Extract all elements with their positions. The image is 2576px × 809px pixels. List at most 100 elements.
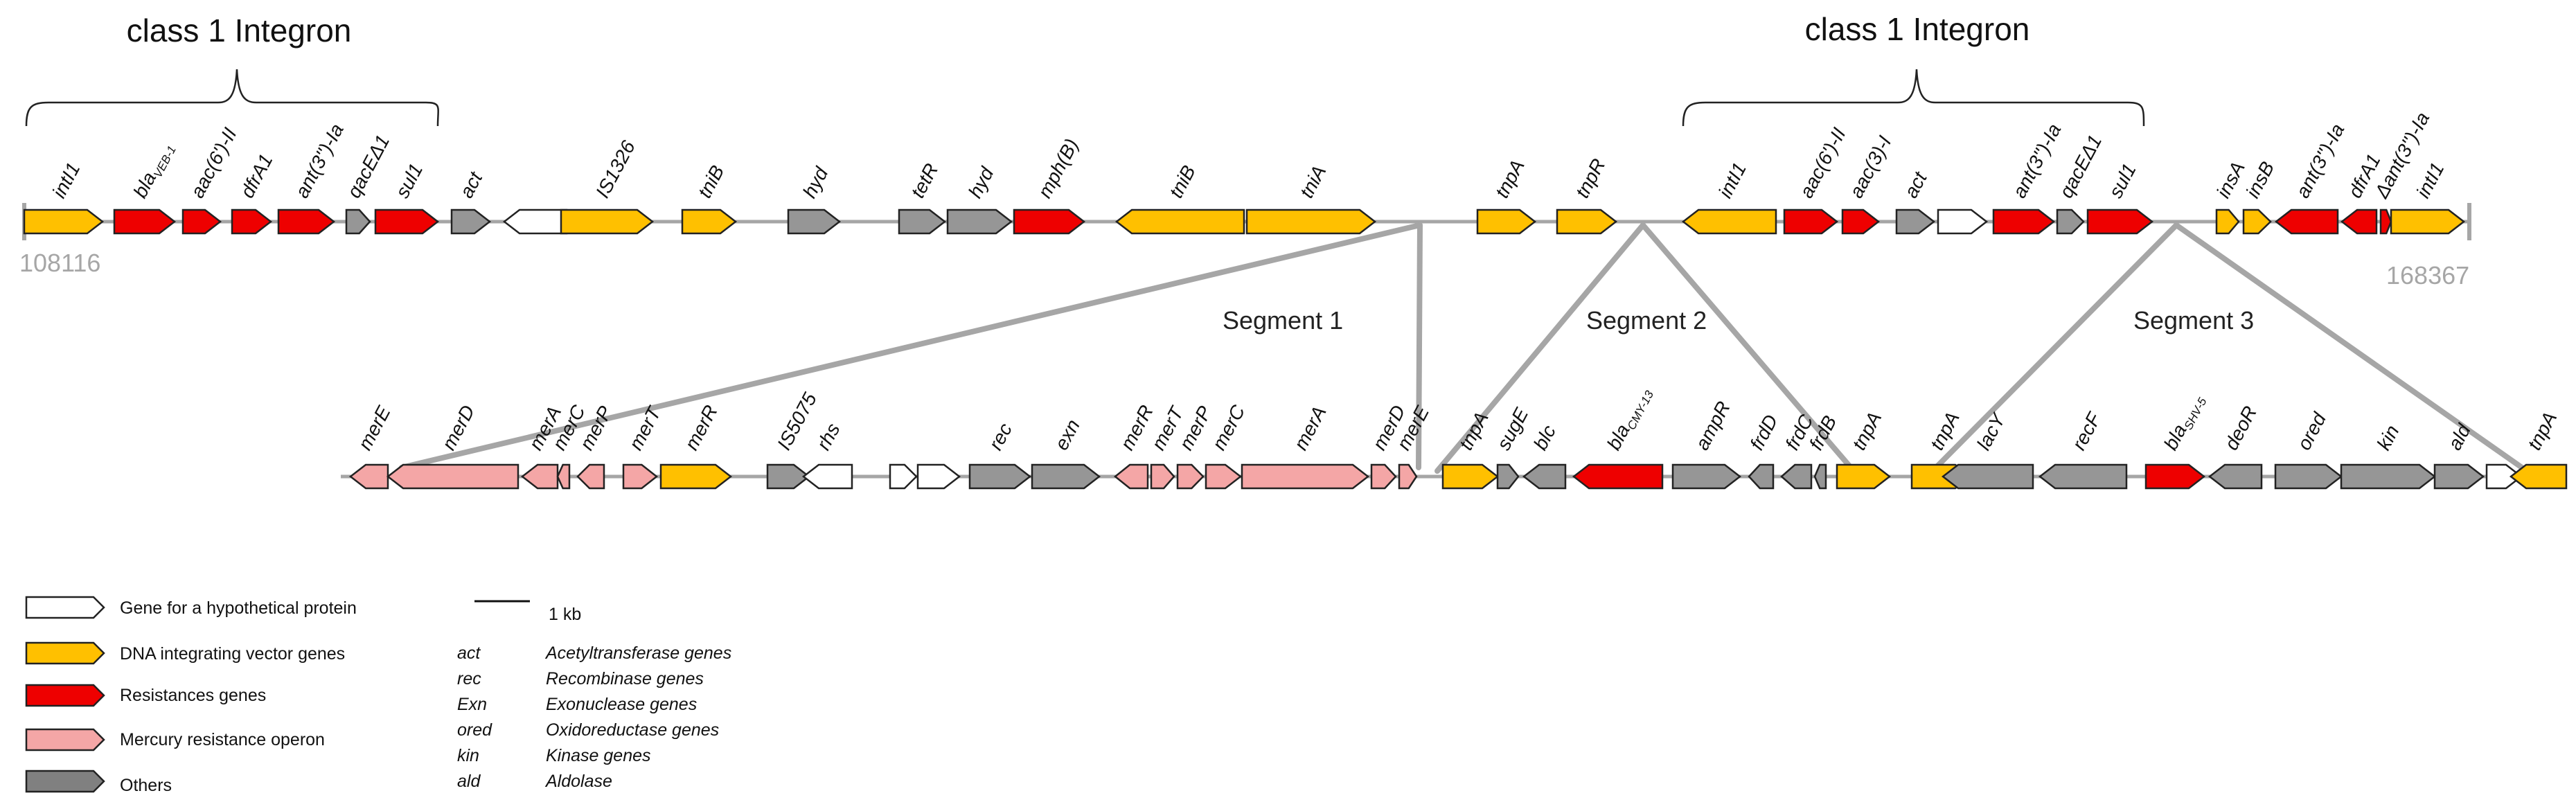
top-gene-label-tetr: tetR xyxy=(907,160,942,202)
segment-1-gene-is5075 xyxy=(766,463,811,490)
segment-2-label: Segment 2 xyxy=(1586,306,1707,335)
segment-2-gene-label-suge: sugE xyxy=(1493,404,1532,454)
legend-mercury-label: Mercury resistance operon xyxy=(120,730,325,749)
top-gene-label-ant-3-ia: ant(3'')-Ia xyxy=(2291,120,2348,201)
top-gene-unlabeled xyxy=(502,208,568,235)
top-gene-qace-1 xyxy=(2056,208,2085,235)
top-gene-label-tnia: tniA xyxy=(1295,162,1330,202)
abbr-rec: rec xyxy=(457,669,481,688)
abbr-act-meaning: Acetyltransferase genes xyxy=(544,643,731,663)
top-gene-ant-3-ia xyxy=(277,208,336,235)
segment-1-gene-label-merd: merD xyxy=(438,402,479,454)
segment-1-gene-merr xyxy=(659,463,733,490)
top-gene-mph-b xyxy=(1013,208,1086,235)
abbr-kin-meaning: Kinase genes xyxy=(546,746,651,765)
segment-1-gene-label-mert: merT xyxy=(625,402,666,454)
segment-1-gene-mert xyxy=(622,463,659,490)
segment-2-gene-frdb xyxy=(1813,463,1827,490)
top-gene-inti1 xyxy=(23,208,105,235)
segment-2-gene-frdc xyxy=(1780,463,1813,490)
top-gene-tnpr xyxy=(1556,208,1618,235)
top-gene-label-tnpr: tnpR xyxy=(1571,155,1609,202)
right-integron-brace xyxy=(1682,69,2145,127)
legend-others-label: Others xyxy=(120,776,172,795)
top-gene-label-aac-6-ii: aac(6')-II xyxy=(186,124,241,202)
left-integron-title: class 1 Integron xyxy=(127,12,352,48)
segment-1-gene-label-exn: exn xyxy=(1050,416,1084,453)
segment-3-gene-ald xyxy=(2433,463,2485,490)
segment-1-gene-merc xyxy=(556,463,571,490)
segment-1-gene-mera xyxy=(520,463,559,490)
top-gene-label-aac-6-ii: aac(6')-II xyxy=(1795,124,1850,202)
segment-1-gene-merd xyxy=(386,463,519,490)
segment-1-gene-label-rec: rec xyxy=(984,420,1016,454)
segment-2-gene-label-blc: blc xyxy=(1529,422,1560,454)
segment-1-gene-mere xyxy=(348,463,389,490)
abbr-act: act xyxy=(457,643,481,663)
top-gene-label-dfra1: dfrA1 xyxy=(236,150,277,202)
top-gene-label-tnib: tniB xyxy=(693,162,728,202)
segment-3-label: Segment 3 xyxy=(2133,306,2254,335)
segment-2-gene-suge xyxy=(1496,463,1520,490)
top-gene-label-sul1: sul1 xyxy=(2104,160,2140,202)
segment-1-gene-merd xyxy=(1370,463,1397,490)
segment-1-gene-label-merc: merC xyxy=(1208,401,1250,454)
segment-2-gene-ampr xyxy=(1671,463,1742,490)
segment-2-gene-label-tnpa: tnpA xyxy=(1848,408,1885,453)
top-gene-act xyxy=(1895,208,1936,235)
top-gene-dfra1 xyxy=(231,208,273,235)
top-gene-label-qace-1: qacEΔ1 xyxy=(343,132,393,202)
segment-1-label: Segment 1 xyxy=(1223,306,1343,335)
top-gene-label-aac-3-i: aac(3)-I xyxy=(1845,132,1896,202)
segment-2-gene-label-blacmy-13: blaCMY-13 xyxy=(1603,383,1656,455)
top-gene-label-insb: insB xyxy=(2241,158,2278,202)
segment-3-gene-label-deor: deoR xyxy=(2220,402,2261,454)
abbr-exn: Exn xyxy=(457,695,487,714)
segment-1-gene-label-merr: merR xyxy=(680,402,722,454)
top-gene-label-blaveb-1: blaVEB-1 xyxy=(129,139,179,203)
segment-3-gene-recf xyxy=(2038,463,2128,490)
top-gene-label-mph-b: mph(B) xyxy=(1033,135,1082,202)
segment-3-gene-label-blashv-5: blaSHV-5 xyxy=(2160,390,2210,455)
segment-3-gene-label-tnpa: tnpA xyxy=(2523,408,2561,453)
segment-3-gene-label-ored: ored xyxy=(2293,409,2330,454)
top-gene-label-insa: insA xyxy=(2212,158,2249,202)
segment-3-gene-unlabeled xyxy=(2485,463,2523,490)
top-gene-aac-6-ii xyxy=(1783,208,1839,235)
segment-1-gene-rec xyxy=(968,463,1032,490)
segment-1-gene-unlabeled xyxy=(889,463,918,490)
segment-3-gene-deor xyxy=(2208,463,2263,490)
top-gene-tetr xyxy=(898,208,947,235)
top-gene-tnia xyxy=(1245,208,1377,235)
segment-3-gene-label-lacy: lacY xyxy=(1973,409,2010,454)
top-gene-inti1 xyxy=(2390,208,2466,235)
top-gene-label-hyd: hyd xyxy=(964,163,998,202)
legend-hypothetical-label: Gene for a hypothetical protein xyxy=(120,598,357,618)
segment-2-gene-label-frdd: frdD xyxy=(1746,411,1782,454)
top-gene-inti1 xyxy=(1681,208,1777,235)
segment-2-gene-tnpa xyxy=(1441,463,1500,490)
segment-3-gene-tnpa xyxy=(2509,463,2568,490)
top-gene-label-is1326: IS1326 xyxy=(592,137,639,202)
segment-3-gene-kin xyxy=(2340,463,2437,490)
segment-1-gene-mera xyxy=(1241,463,1370,490)
top-gene-insb xyxy=(2242,208,2272,235)
segment-1-gene-rhs xyxy=(801,463,853,490)
top-gene-label-act: act xyxy=(1900,168,1931,202)
segment-1-gene-merp xyxy=(1176,463,1205,490)
top-gene-aac-6-ii xyxy=(181,208,222,235)
segment-3-gene-label-kin: kin xyxy=(2372,422,2403,454)
coordinate-end: 168367 xyxy=(2386,261,2469,290)
top-gene-qace-1 xyxy=(345,208,371,235)
top-gene-label-qace-1: qacEΔ1 xyxy=(2055,132,2106,202)
top-gene-is1326 xyxy=(560,208,655,235)
segment-1-gene-label-mere: merE xyxy=(354,402,395,454)
top-gene-act xyxy=(450,208,492,235)
scale-bar-label: 1 kb xyxy=(549,605,581,624)
abbr-kin: kin xyxy=(457,746,479,765)
segment-2-gene-label-ampr: ampR xyxy=(1691,398,1734,454)
top-gene-sul1 xyxy=(374,208,440,235)
segment-1-gene-label-merp: merP xyxy=(1175,402,1216,454)
